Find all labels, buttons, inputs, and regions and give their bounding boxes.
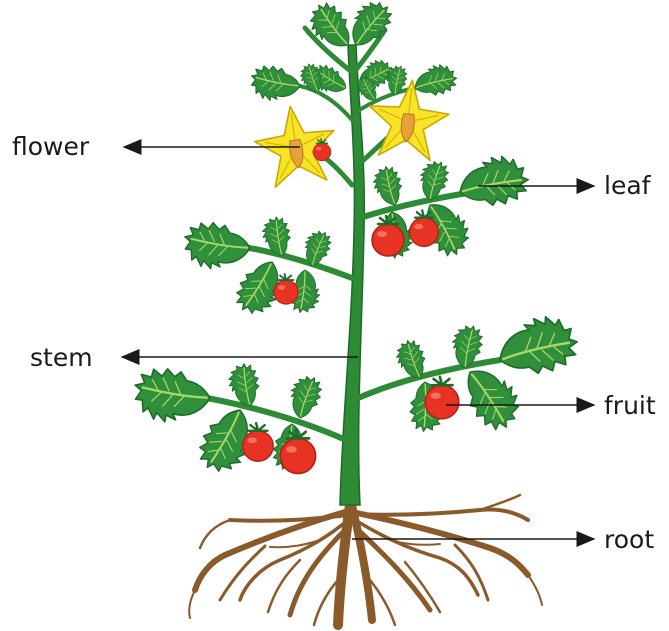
stem-label: stem [30,343,93,372]
flower-label: flower [12,132,90,161]
root-system [189,495,542,625]
root-label: root [604,525,654,554]
leaf-label: leaf [604,171,652,200]
fruit-label: fruit [604,391,656,420]
